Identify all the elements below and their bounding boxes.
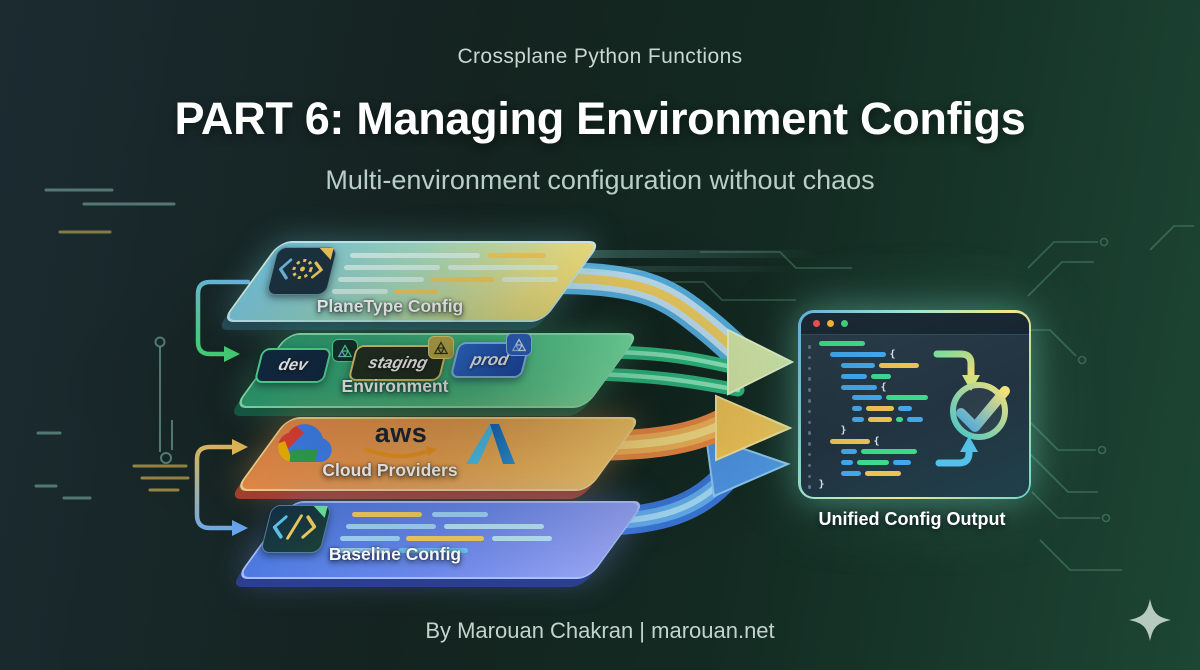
code-line: } [818,478,825,490]
gear-code-icon [266,247,338,295]
code-line: { [819,382,961,393]
code-line: { [819,349,961,360]
subtitle: Multi-environment configuration without … [325,165,875,195]
glow-streak [560,250,820,258]
aws-icon: aws [362,420,440,461]
baseline-config-label: Baseline Config [328,544,462,564]
connector-to-cloud-and-baseline [194,439,248,536]
validation-art [933,350,1010,466]
code-line [819,403,961,414]
window-titlebar [800,312,1029,335]
circuit-decor-right [648,225,1194,571]
gutter-dot [807,388,811,392]
arrow-down-icon [933,350,980,391]
environment-label: Environment [341,376,449,396]
arrow-up-icon [935,435,978,466]
code-line [819,457,961,468]
circuit-nodes-left [154,336,173,464]
unified-config-output-label: Unified Config Output [818,509,1006,529]
code-line [819,414,961,425]
gutter-dot [807,409,811,414]
code-line: } [840,424,847,436]
gutter-dot [807,345,811,349]
gutter-dot [807,452,811,457]
unified-config-window: {{}{} [798,310,1031,499]
circuit-decor-left [34,188,176,500]
circuit-decor-left-yellow [132,464,190,492]
gutter-dot [807,366,811,371]
page-title: PART 6: Managing Environment Configs [174,93,1026,144]
gutter-dot [807,399,811,403]
line-number-gutter [807,342,811,493]
aws-logo-text: aws [374,418,428,448]
gutter-dot [807,442,811,446]
check-circle-icon [949,381,1010,440]
gutter-dot [807,355,811,360]
gutter-dot [807,420,811,425]
planetype-config-label: PlaneType Config [316,296,464,316]
code-lines: {{}{} [818,339,961,490]
gutter-dot [807,474,811,479]
gutter-dot [807,431,811,435]
connector-planetype-to-environment [195,279,251,362]
code-line [819,468,961,479]
author-credit: By Marouan Chakran | marouan.net [425,618,775,643]
ribbon-planetype [536,262,756,370]
code-line [819,360,961,371]
code-line [818,339,961,350]
code-brackets-icon [260,505,332,553]
window-dot-red-icon [812,319,820,327]
google-cloud-icon [268,420,340,468]
crossplane-logo-icon [506,333,532,356]
sparkle-icon [1129,599,1171,641]
gutter-dot [807,463,811,468]
kicker: Crossplane Python Functions [457,45,743,68]
code-line [819,392,961,403]
code-line [819,446,961,457]
cloud-providers-label: Cloud Providers [322,460,458,480]
window-dot-green-icon [840,319,848,327]
code-line [819,371,961,382]
code-line: { [819,436,961,447]
window-dot-yellow-icon [826,319,834,327]
gutter-dot [807,377,811,381]
crossplane-logo-icon [428,336,454,359]
gutter-dot [807,485,811,489]
arrowhead-yellow [715,394,793,462]
azure-icon [462,421,518,467]
glow-streak [585,266,800,272]
arrowhead-top [727,328,795,396]
